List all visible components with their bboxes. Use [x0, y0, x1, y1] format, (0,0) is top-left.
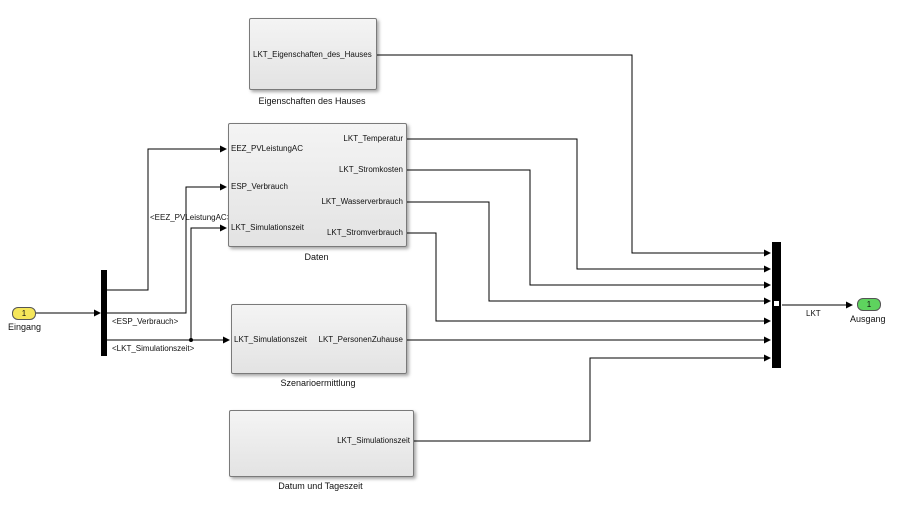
- line-stromverbrauch: [405, 232, 771, 325]
- subsystem-datum[interactable]: [229, 410, 414, 477]
- szenario-out-port: LKT_PersonenZuhause: [318, 335, 404, 344]
- datum-title: Datum und Tageszeit: [278, 481, 363, 491]
- daten-out-stromverbrauch: LKT_Stromverbrauch: [326, 228, 403, 237]
- daten-in-lkt-sim: LKT_Simulationszeit: [231, 223, 304, 232]
- signal-label-esp: <ESP_Verbrauch>: [112, 317, 179, 326]
- subsystem-eigenschaften[interactable]: [249, 18, 377, 90]
- daten-in-eez: EEZ_PVLeistungAC: [231, 144, 304, 153]
- datum-out-port: LKT_Simulationszeit: [337, 436, 410, 445]
- daten-out-temperatur: LKT_Temperatur: [343, 134, 403, 143]
- daten-out-stromkosten: LKT_Stromkosten: [338, 165, 403, 174]
- line-temperatur: [405, 138, 771, 273]
- line-stromkosten: [405, 169, 771, 289]
- inport-label: Eingang: [8, 322, 42, 332]
- szenario-title: Szenarioermittlung: [280, 378, 356, 388]
- eigenschaften-title: Eigenschaften des Hauses: [258, 96, 366, 106]
- szenario-in-port: LKT_Simulationszeit: [234, 335, 307, 344]
- line-eigenschaften: [375, 54, 771, 257]
- line-wasser: [405, 201, 771, 305]
- daten-out-wasser: LKT_Wasserverbrauch: [321, 197, 403, 206]
- signal-label-eez: <EEZ_PVLeistungAC>: [150, 213, 232, 222]
- subsystem-daten[interactable]: [228, 123, 407, 247]
- daten-in-esp: ESP_Verbrauch: [231, 182, 288, 191]
- signal-label-lkt-sim: <LKT_Simulationszeit>: [112, 344, 195, 353]
- line-esp: [107, 183, 227, 314]
- bus-selector[interactable]: [101, 270, 107, 356]
- line-lkt-sim-branch: [190, 224, 227, 340]
- daten-title: Daten: [304, 252, 329, 262]
- bus-creator-icon: [773, 300, 780, 307]
- outport-label: Ausgang: [850, 314, 886, 324]
- branch-point: [189, 338, 193, 342]
- outport-ausgang[interactable]: 1: [857, 298, 881, 311]
- line-eez: [107, 145, 227, 291]
- line-datum: [412, 354, 771, 442]
- subsystem-szenario[interactable]: [231, 304, 407, 374]
- eigenschaften-out-port: LKT_Eigenschaften_des_Hauses: [253, 50, 372, 59]
- signal-label-lkt: LKT: [806, 309, 821, 318]
- inport-eingang[interactable]: 1: [12, 307, 36, 320]
